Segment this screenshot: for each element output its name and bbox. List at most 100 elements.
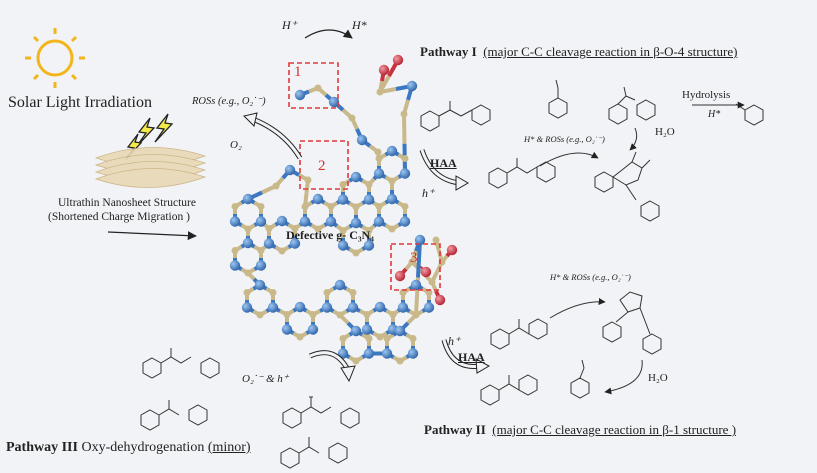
nitrogen-atom [414,234,426,246]
nitrogen-atom [363,240,375,251]
nitrogen-atom [254,279,266,291]
pathway2-title-bold: Pathway II [424,422,486,437]
solar-label: Solar Light Irradiation [8,94,152,111]
nitrogen-atom [255,260,267,271]
carbon-atom [283,311,291,318]
lightning-icon [125,113,174,160]
nitrogen-atom [397,302,409,313]
nitrogen-atom [374,301,386,313]
carbon-atom [339,227,347,234]
pathway2-title-desc: (major C-C cleavage reaction in β-1 stru… [492,422,737,437]
nitrogen-atom [399,168,411,179]
carbon-atom [376,88,384,96]
carbon-atom [396,357,404,365]
carbon-atom [352,203,360,211]
oxygen-atom [392,54,404,66]
nitrogen-atom [284,164,296,176]
carbon-atom [323,289,331,296]
nitrogen-atom [350,325,362,337]
pathway2-water: H₂O [648,372,668,384]
pathway3-title-minor: (minor) [207,440,251,455]
pathway1-h-star: H* [708,109,721,120]
oxygen-atom [434,294,446,306]
carbon-atom [388,225,396,233]
pathway3-title: Pathway III Oxy-dehydrogenation (minor) [6,440,251,456]
carbon-atom [243,289,251,296]
pathway1-title-bold: Pathway I [420,44,477,59]
pathway2-title: Pathway II (major C-C cleavage reaction … [424,422,736,438]
nitrogen-atom [294,89,306,101]
pathway1-hydrolysis: Hydrolysis [682,89,731,101]
nitrogen-atom [373,168,385,179]
carbon-atom [256,311,264,319]
carbon-atom [244,225,252,233]
defect-site-3-label: 3 [410,250,418,266]
nitrogen-atom [423,302,435,313]
defect-site-box-2 [299,140,349,190]
pathway3-arrow [308,350,356,383]
nanosheet-label-line1: Ultrathin Nanosheet Structure [58,197,196,209]
nitrogen-atom [373,216,385,227]
defect-site-2-label: 2 [318,158,326,174]
carbon-atom [375,155,383,162]
oxygen-atom [394,270,406,282]
nitrogen-atom [356,134,368,146]
pathway2-h-plus: h⁺ [448,334,461,348]
oxygen-atom [446,244,458,256]
carbon-atom [365,227,373,234]
nitrogen-atom [281,324,293,335]
nitrogen-atom [386,145,398,157]
defect-site-box-1 [288,62,339,109]
nitrogen-atom [337,240,349,251]
carbon-atom [428,278,436,286]
nitrogen-atom [399,216,411,227]
carbon-atom [352,357,360,365]
pathway3-structures [140,348,360,469]
carbon-atom [363,311,371,318]
nitrogen-atom [307,324,319,335]
nitrogen-atom [267,302,279,313]
pathway1-haa: HAA [430,156,457,170]
pathway1-structures [420,79,764,222]
proton-transfer-arrow [304,29,353,39]
pathway3-title-rest: Oxy-dehydrogenation [81,440,205,455]
catalyst-o2-label: O₂ [230,139,242,151]
carbon-atom [389,311,397,318]
carbon-atom [365,335,373,342]
carbon-atom [314,225,322,233]
nanosheet-layers [94,147,207,188]
carbon-atom [409,335,417,342]
nitrogen-atom [381,348,393,359]
carbon-atom [301,203,309,210]
carbon-atom [388,177,396,185]
catalyst-name: Defective g- C₃N₄ [286,228,374,242]
pathway2-structures [480,291,662,406]
nitrogen-atom [361,324,373,335]
carbon-atom [327,203,335,210]
carbon-atom [401,155,409,162]
carbon-atom [269,289,277,296]
carbon-atom [278,247,286,255]
defect-site-1-label: 1 [294,64,302,80]
nitrogen-atom [334,279,346,291]
carbon-atom [339,335,347,342]
carbon-atom [383,335,391,342]
carbon-atom [336,311,344,319]
pathway2-arrow [441,339,491,374]
pathway3-title-bold: Pathway III [6,440,78,455]
carbon-atom [231,203,239,210]
nitrogen-atom [410,279,422,291]
carbon-atom [432,236,440,244]
carbon-atom [374,148,382,156]
nitrogen-atom [350,217,362,229]
nitrogen-atom [350,171,362,183]
catalyst-bonds [233,59,454,363]
nitrogen-atom [242,193,254,205]
nitrogen-atom [299,216,311,227]
oxygen-atom [420,266,432,278]
nitrogen-atom [255,216,267,227]
nitrogen-atom [229,260,241,271]
nitrogen-atom [321,302,333,313]
carbon-atom [296,333,304,341]
